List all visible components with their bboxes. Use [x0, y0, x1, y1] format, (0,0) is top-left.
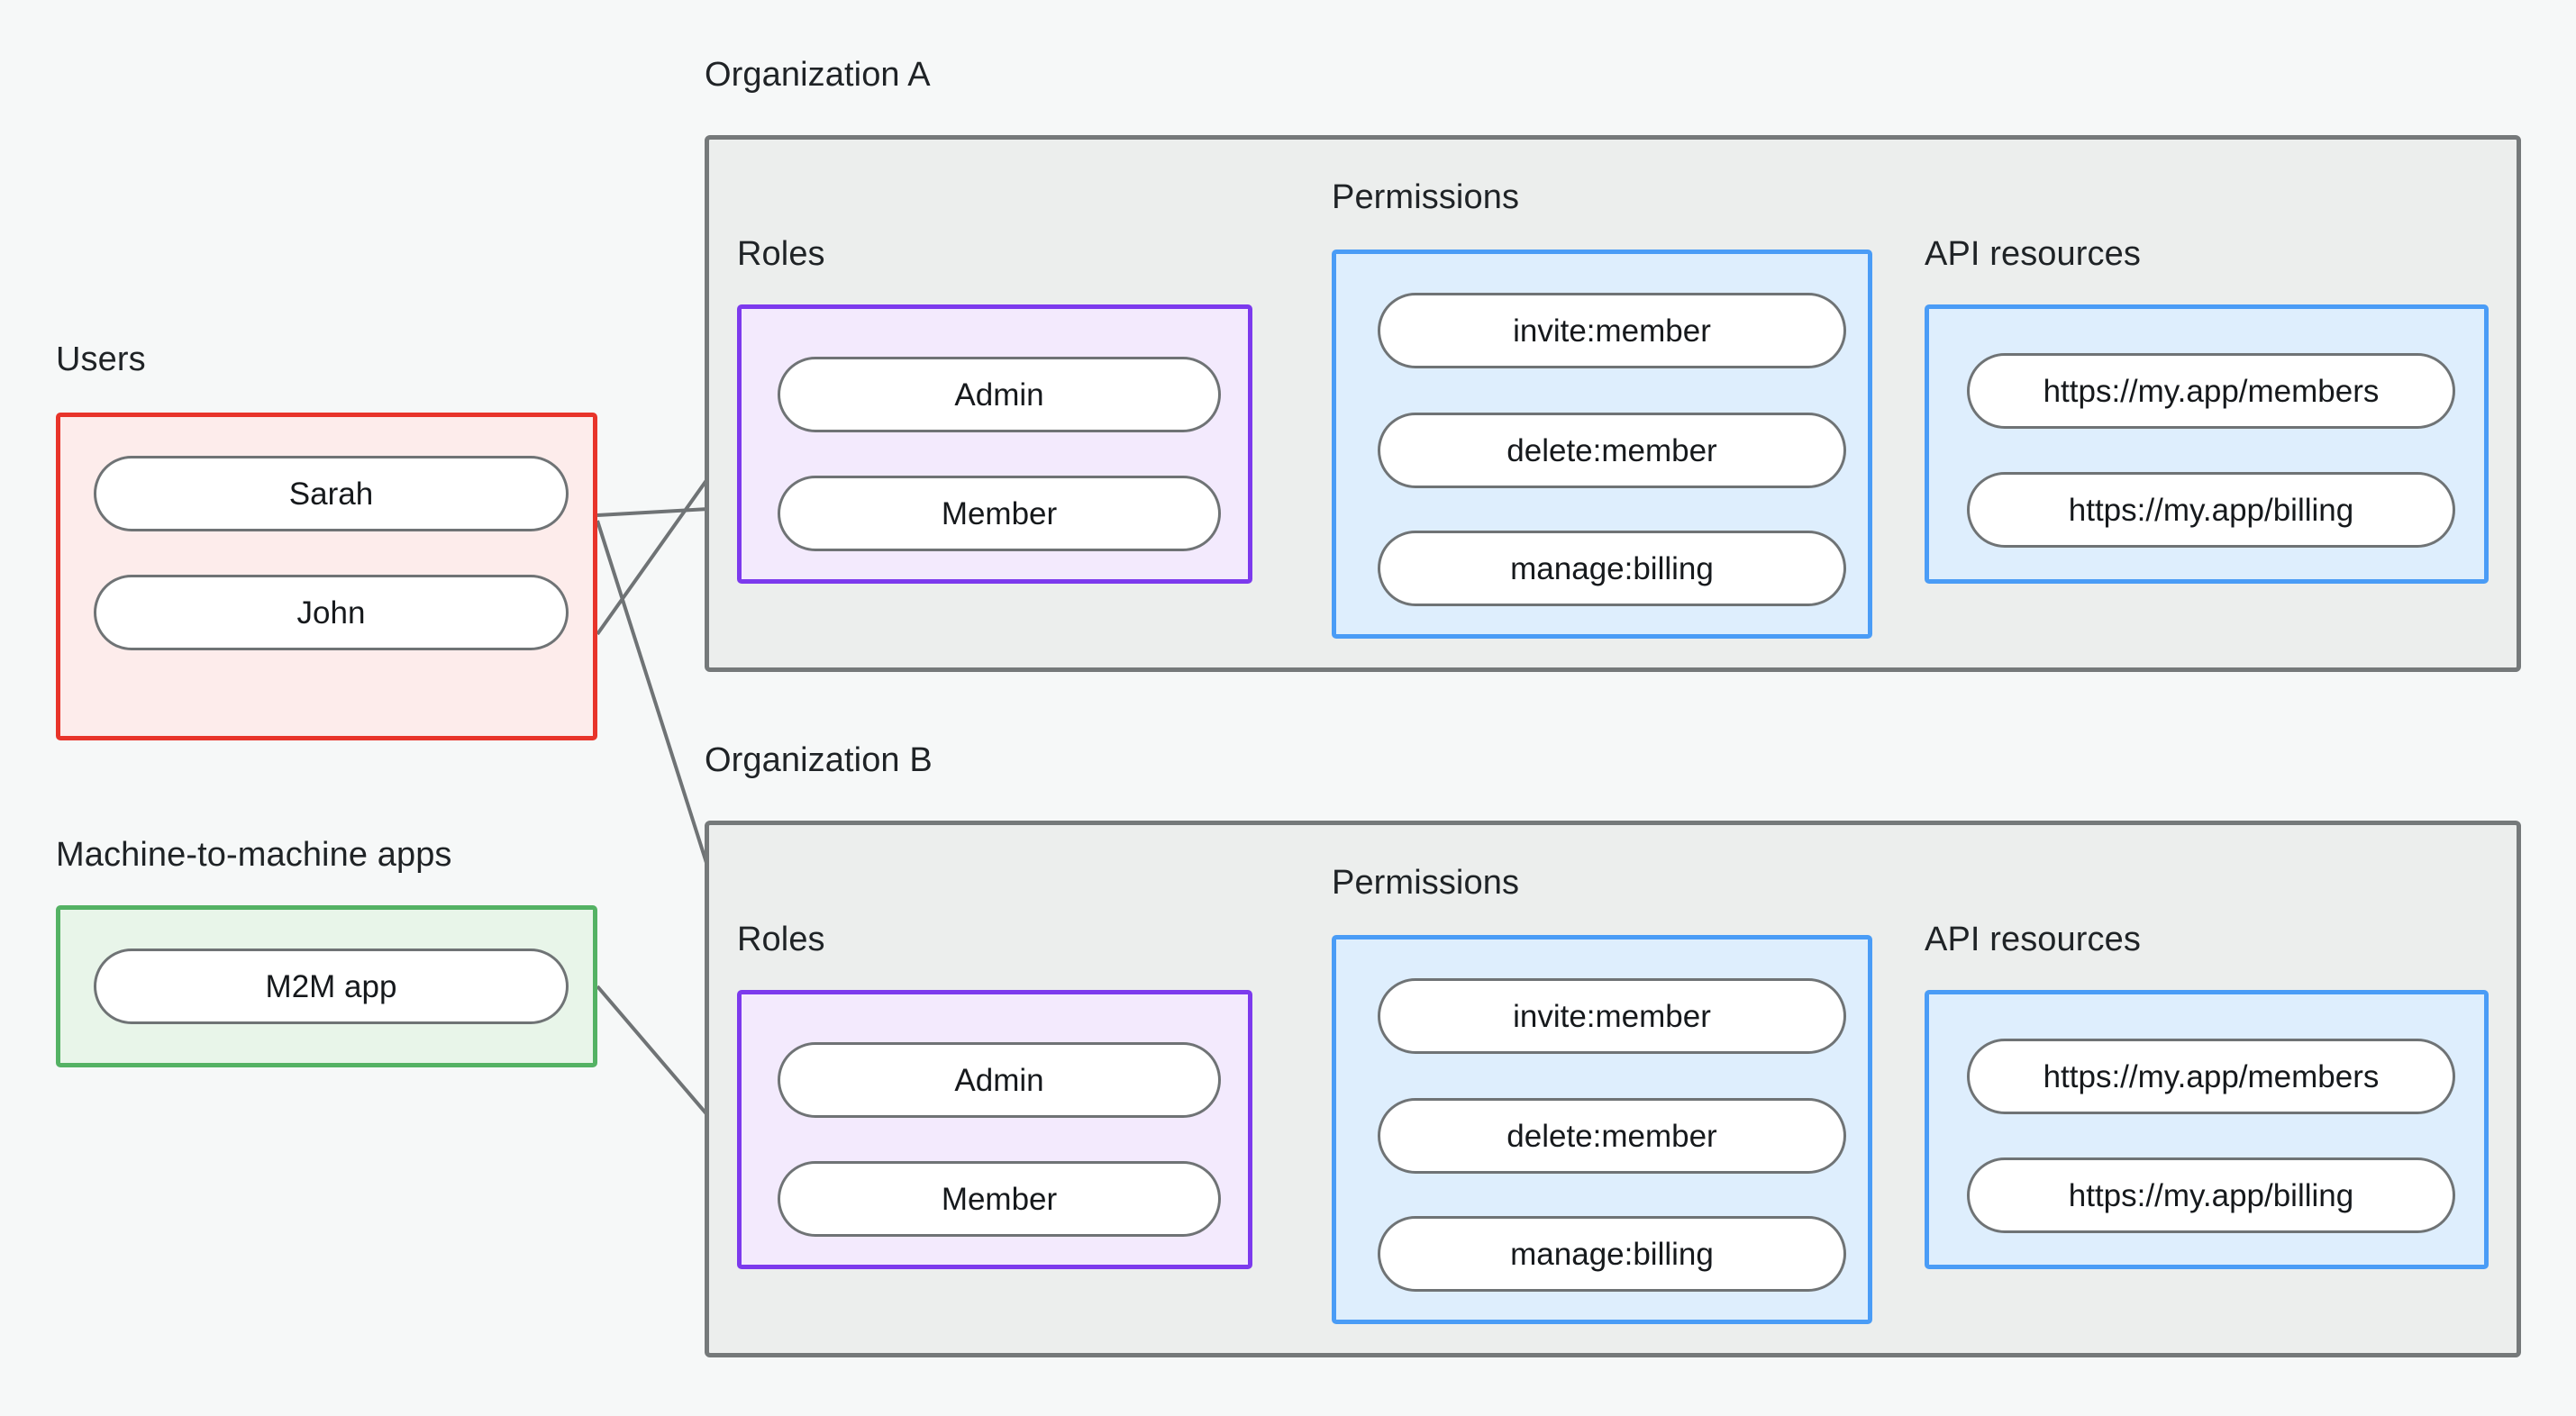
- org-b-role-pill-member[interactable]: Member: [778, 1161, 1221, 1237]
- m2m-group: M2M app: [56, 905, 597, 1067]
- org-b-role-pill-admin[interactable]: Admin: [778, 1042, 1221, 1118]
- org-a-roles-caption: Roles: [737, 235, 825, 273]
- org-a-permissions-group: invite:member delete:member manage:billi…: [1332, 250, 1872, 639]
- org-b-permission-pill-invite-member[interactable]: invite:member: [1378, 978, 1846, 1054]
- m2m-caption: Machine-to-machine apps: [56, 836, 452, 874]
- org-b-api-caption: API resources: [1925, 921, 2141, 958]
- users-group: Sarah John: [56, 413, 597, 740]
- org-a-api-group: https://my.app/members https://my.app/bi…: [1925, 304, 2489, 584]
- org-b-roles-group: Admin Member: [737, 990, 1252, 1269]
- org-a-api-pill-billing[interactable]: https://my.app/billing: [1967, 472, 2455, 548]
- org-a-api-pill-members[interactable]: https://my.app/members: [1967, 353, 2455, 429]
- org-b-api-pill-billing[interactable]: https://my.app/billing: [1967, 1157, 2455, 1233]
- org-b-api-pill-members[interactable]: https://my.app/members: [1967, 1039, 2455, 1114]
- org-b-permissions-caption: Permissions: [1332, 864, 1520, 902]
- org-a-role-pill-member[interactable]: Member: [778, 476, 1221, 551]
- org-b-permissions-group: invite:member delete:member manage:billi…: [1332, 935, 1872, 1324]
- org-a-permissions-caption: Permissions: [1332, 178, 1520, 216]
- org-a-permission-pill-manage-billing[interactable]: manage:billing: [1378, 531, 1846, 606]
- org-b-caption: Organization B: [705, 741, 933, 779]
- m2m-pill-app[interactable]: M2M app: [94, 949, 569, 1024]
- org-a-api-caption: API resources: [1925, 235, 2141, 273]
- org-b-api-group: https://my.app/members https://my.app/bi…: [1925, 990, 2489, 1269]
- org-a-permission-pill-invite-member[interactable]: invite:member: [1378, 293, 1846, 368]
- org-b-roles-caption: Roles: [737, 921, 825, 958]
- user-pill-sarah[interactable]: Sarah: [94, 456, 569, 531]
- org-a-permission-pill-delete-member[interactable]: delete:member: [1378, 413, 1846, 488]
- org-b-permission-pill-delete-member[interactable]: delete:member: [1378, 1098, 1846, 1174]
- users-caption: Users: [56, 340, 146, 378]
- user-pill-john[interactable]: John: [94, 575, 569, 650]
- org-b-permission-pill-manage-billing[interactable]: manage:billing: [1378, 1216, 1846, 1292]
- org-a-role-pill-admin[interactable]: Admin: [778, 357, 1221, 432]
- org-a-caption: Organization A: [705, 56, 931, 94]
- org-a-roles-group: Admin Member: [737, 304, 1252, 584]
